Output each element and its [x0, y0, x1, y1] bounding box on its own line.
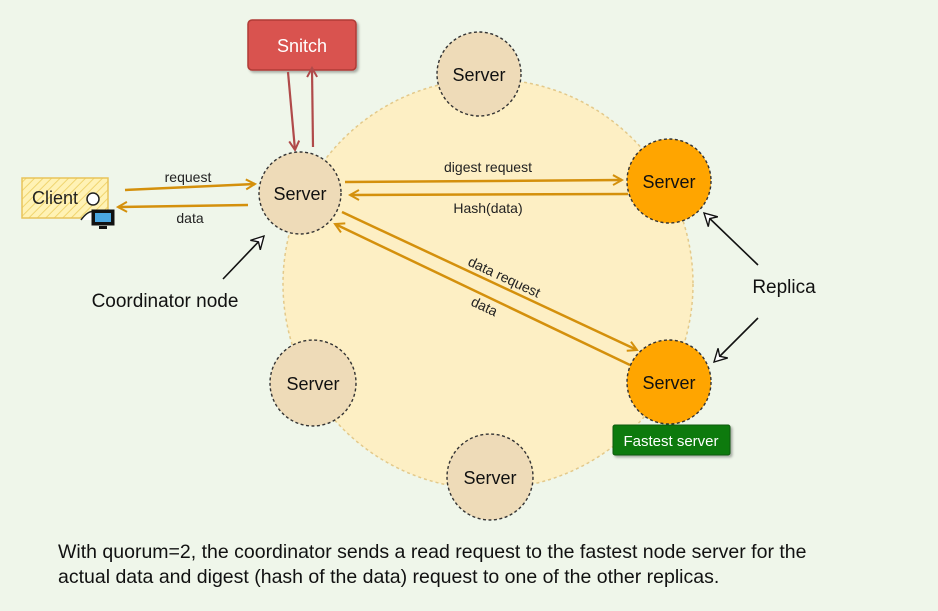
coordinator-pointer-arrow — [222, 234, 265, 280]
coordinator-server-label: Server — [273, 184, 326, 204]
replica-top-server-node[interactable]: Server — [626, 138, 712, 224]
replica-top-server-label: Server — [642, 172, 695, 192]
data-request-arrow — [341, 210, 637, 350]
hash-data-label: Hash(data) — [453, 200, 522, 216]
replica-bottom-server-node[interactable]: Server — [626, 339, 712, 425]
client-label: Client — [32, 188, 78, 208]
replica-bottom-server-label: Server — [642, 373, 695, 393]
coordinator-server-node[interactable]: Server — [258, 151, 342, 235]
replica-label: Replica — [752, 277, 816, 298]
replica-bottom-pointer-arrow — [712, 317, 759, 364]
bottom-server-node[interactable]: Server — [446, 433, 534, 521]
digest-request-arrow — [344, 180, 622, 182]
top-server-label: Server — [452, 65, 505, 85]
left-server-node[interactable]: Server — [269, 339, 357, 427]
data-label: data — [176, 210, 203, 226]
request-arrow — [124, 184, 255, 192]
coordinator-node-label: Coordinator node — [92, 291, 239, 312]
snitch-to-coordinator-arrow — [286, 71, 295, 150]
bottom-server-label: Server — [463, 468, 516, 488]
data-return-arrow — [118, 205, 249, 207]
hash-data-arrow — [350, 194, 629, 195]
top-server-node[interactable]: Server — [436, 31, 522, 117]
diagram-caption: With quorum=2, the coordinator sends a r… — [58, 540, 918, 590]
request-label: request — [165, 169, 212, 185]
fastest-server-badge: Fastest server — [612, 424, 731, 456]
caption-line-2: actual data and digest (hash of the data… — [58, 566, 720, 588]
snitch-node[interactable]: Snitch — [247, 19, 357, 71]
digest-request-label: digest request — [444, 159, 532, 175]
user-computer-icon — [80, 192, 115, 229]
left-server-label: Server — [286, 374, 339, 394]
replica-top-pointer-arrow — [702, 212, 759, 266]
fastest-server-label: Fastest server — [623, 433, 718, 450]
snitch-label: Snitch — [277, 36, 327, 56]
coordinator-to-snitch-arrow — [312, 68, 313, 148]
caption-line-1: With quorum=2, the coordinator sends a r… — [58, 541, 807, 563]
data-response-arrow — [335, 224, 631, 367]
